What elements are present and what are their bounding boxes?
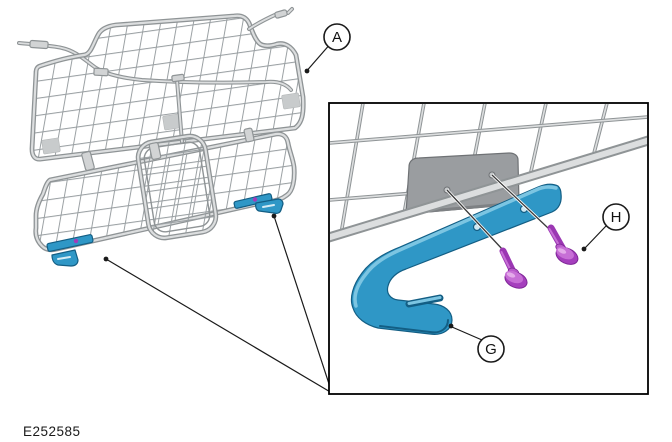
- inset-bolt-2: [547, 224, 579, 265]
- left-floor-bracket: [46, 234, 94, 267]
- centre-section-inner-frame: [143, 141, 211, 233]
- leader-line-left-bracket: [105, 258, 333, 394]
- callout-a-leader: [307, 46, 329, 71]
- callout-g: G: [448, 323, 505, 363]
- callout-a: A: [304, 23, 351, 74]
- callout-h-circle: [602, 203, 630, 231]
- bracket-bottom-shade: [379, 319, 449, 334]
- mesh-pad: [281, 92, 301, 110]
- callout-h-leader: [584, 225, 607, 249]
- callout-h-dot: [581, 246, 587, 252]
- leader-line-right-bracket: [273, 215, 333, 394]
- callout-g-label: G: [485, 341, 497, 358]
- mesh-pad: [41, 137, 61, 155]
- right-floor-bracket: [233, 193, 284, 214]
- bracket-top-bevel: [353, 185, 558, 308]
- bracket-slot-highlight: [407, 296, 442, 305]
- detail-inset: G H: [328, 102, 649, 395]
- left-bracket-bar: [46, 234, 94, 252]
- callout-a-circle: [323, 23, 351, 51]
- bolt-alignment-lines: [445, 173, 550, 252]
- left-bracket-slot: [57, 256, 71, 260]
- left-bracket-bolt-head: [73, 238, 79, 244]
- right-arm-fitting: [274, 9, 288, 19]
- leader-dot: [271, 213, 277, 219]
- callout-a-label: A: [332, 29, 342, 46]
- left-arm-fitting: [29, 39, 49, 50]
- hinge-clip: [81, 150, 95, 172]
- inset-mounting-plate: [405, 152, 520, 215]
- callout-h-label: H: [611, 209, 622, 226]
- rail-mount-tab: [93, 67, 109, 77]
- panel-hinge-clips: [81, 127, 255, 172]
- hinge-clip: [148, 142, 162, 160]
- callout-a-dot: [304, 68, 310, 74]
- callout-g-leader: [451, 326, 483, 341]
- detail-leader-lines: [103, 213, 333, 394]
- callout-g-circle: [477, 335, 505, 363]
- hinge-clip: [243, 127, 255, 143]
- callout-g-dot: [448, 323, 454, 329]
- right-bracket-bar: [233, 193, 273, 209]
- inset-bottom-rail: [330, 135, 647, 243]
- callout-h: H: [581, 203, 630, 252]
- leader-dot: [103, 256, 109, 262]
- divider-clamp: [171, 73, 185, 83]
- bracket-body: [350, 183, 562, 335]
- right-bracket-bolt-head: [252, 197, 258, 202]
- inset-content: [330, 104, 647, 335]
- figure-code-label: E252585: [23, 424, 81, 439]
- inset-bolt-1: [499, 247, 528, 289]
- right-bracket-slot: [262, 204, 275, 208]
